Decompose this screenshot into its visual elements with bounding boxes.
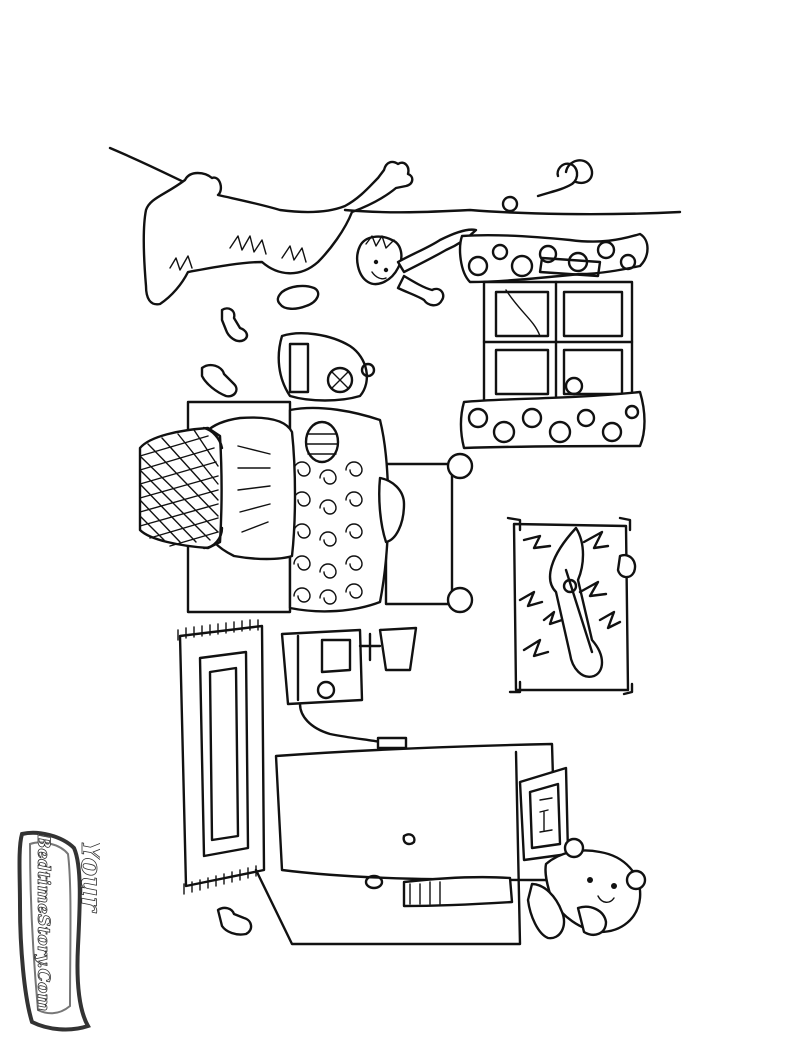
stretching-character [108,146,682,310]
teddy-bear [526,837,647,940]
brand-watermark-logo: Your BedtimeStory.Com [17,830,100,1032]
window-with-curtains [458,232,649,450]
nightstand-with-lamp [280,626,418,750]
rug [177,619,266,895]
bed [186,400,474,614]
guitar-poster [506,516,637,696]
socks-on-floor [200,307,253,936]
dresser [254,742,570,946]
brand-domain: BedtimeStory.Com [33,833,53,1011]
brand-word: Your [75,840,100,914]
alarm-radio [277,332,376,402]
laundry-basket [138,426,224,550]
